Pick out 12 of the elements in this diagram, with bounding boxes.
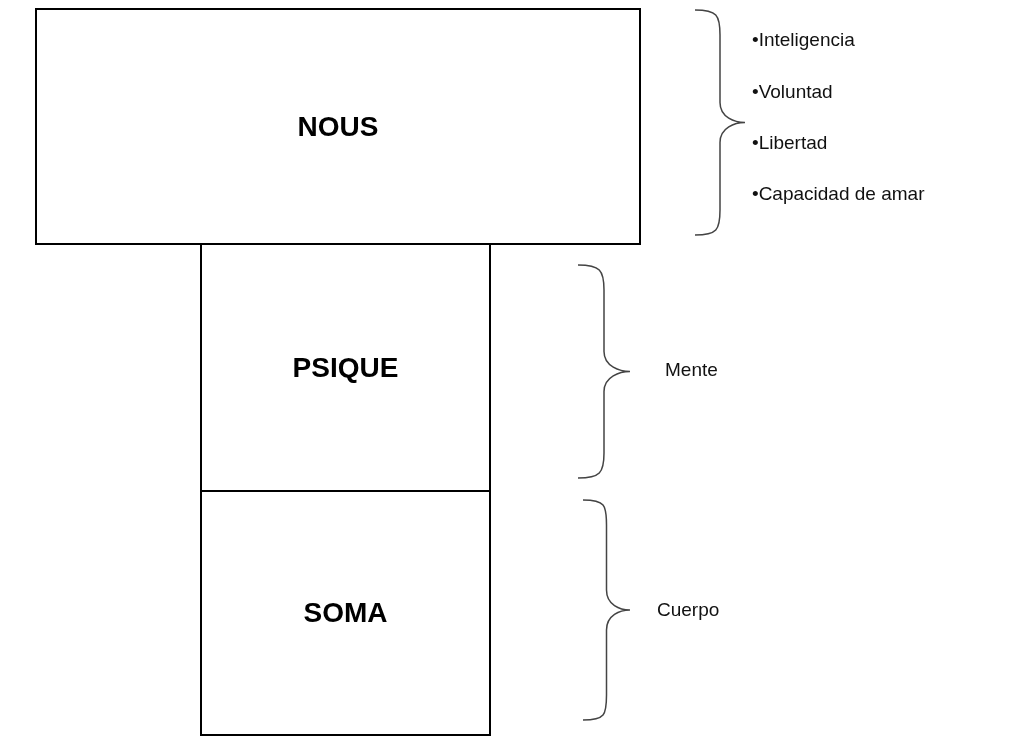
layer-title: PSIQUE [292,351,399,384]
side-note: •Capacidad de amar [752,184,925,203]
layer-box [200,243,491,492]
side-note: •Inteligencia [752,30,855,49]
layer-box [200,490,491,736]
side-note: Mente [665,360,718,379]
layer-title: SOMA [303,597,388,629]
side-note: •Libertad [752,133,828,152]
side-note: Cuerpo [657,600,720,619]
layer-title: NOUS [297,110,379,143]
layer-box [35,8,641,245]
side-note: •Voluntad [752,82,833,101]
